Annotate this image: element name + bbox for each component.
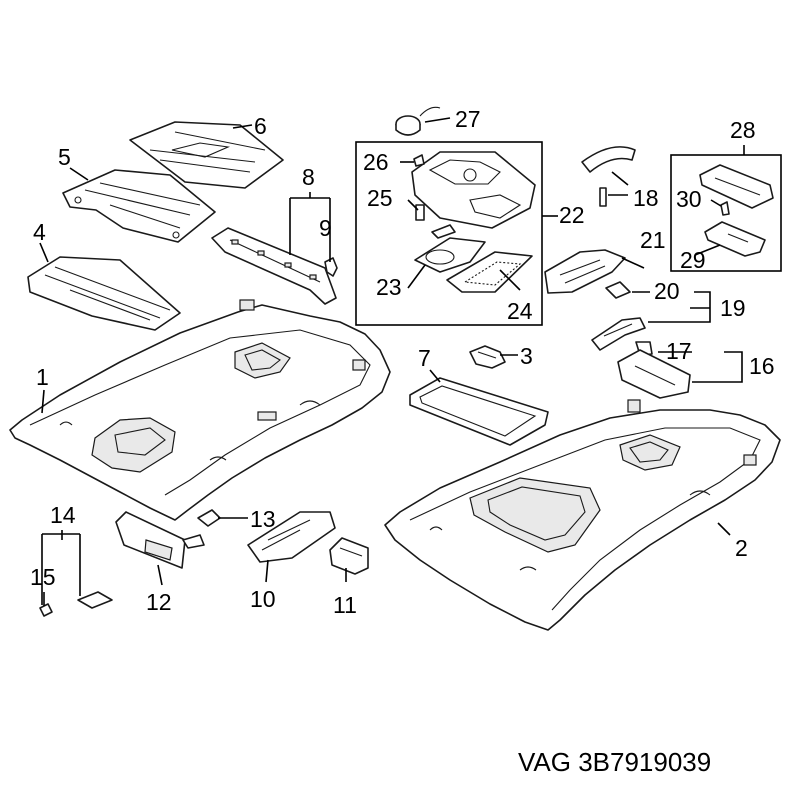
callout-7: 7: [418, 345, 431, 371]
lamp-16: [617, 349, 691, 399]
callout-12: 12: [146, 589, 172, 615]
headliner-1: [9, 299, 391, 521]
switch-11: [329, 537, 369, 575]
callout-28: 28: [730, 117, 756, 143]
headliner-2: [384, 399, 781, 631]
callout-1: 1: [36, 364, 49, 390]
callout-25: 25: [367, 185, 393, 211]
callout-21: 21: [640, 227, 666, 253]
callout-19: 19: [720, 295, 746, 321]
callout-14: 14: [50, 502, 76, 528]
console-box-22: [355, 141, 543, 326]
callout-22: 22: [559, 202, 585, 228]
bracket-3: [469, 345, 506, 369]
part-number-caption: VAG 3B7919039: [518, 747, 711, 777]
callout-20: 20: [654, 278, 680, 304]
sun-visor-12: [115, 511, 205, 569]
console-10: [247, 511, 336, 563]
callout-10: 10: [250, 586, 276, 612]
grab-handle-18: [581, 146, 636, 207]
holder-14: [77, 591, 113, 609]
callout-27: 27: [455, 106, 481, 132]
insulation-pad-5: [62, 169, 216, 243]
callout-8: 8: [302, 164, 315, 190]
callout-18: 18: [633, 185, 659, 211]
callout-11: 11: [333, 592, 357, 618]
clip-15: [39, 603, 53, 617]
trim-strip-8: [211, 227, 337, 305]
callout-26: 26: [363, 149, 389, 175]
callout-labels: 6 5 4 8 9 1 7 3 2 27 26 25 22 23 24 18 2…: [30, 106, 775, 618]
lamp-27: [395, 106, 441, 136]
callout-6: 6: [254, 113, 267, 139]
leader-lines: [39, 117, 745, 606]
callout-17: 17: [666, 338, 692, 364]
harness-19: [591, 317, 646, 351]
callout-4: 4: [33, 219, 46, 245]
clip-9: [324, 257, 338, 277]
bracket-21: [544, 249, 626, 294]
callout-16: 16: [749, 353, 775, 379]
component-20: [605, 281, 631, 299]
callout-23: 23: [376, 274, 402, 300]
callout-9: 9: [319, 215, 332, 241]
callout-13: 13: [250, 506, 276, 532]
insulation-pad-4: [27, 256, 181, 331]
callout-30: 30: [676, 186, 702, 212]
callout-15: 15: [30, 564, 56, 590]
callout-3: 3: [520, 343, 533, 369]
callout-5: 5: [58, 144, 71, 170]
insulation-pad-6: [129, 121, 284, 189]
console-box-28: [670, 154, 782, 272]
sunroof-frame-7: [409, 377, 549, 446]
callout-2: 2: [735, 535, 748, 561]
callout-24: 24: [507, 298, 533, 324]
clip-13: [197, 509, 221, 527]
callout-29: 29: [680, 247, 706, 273]
